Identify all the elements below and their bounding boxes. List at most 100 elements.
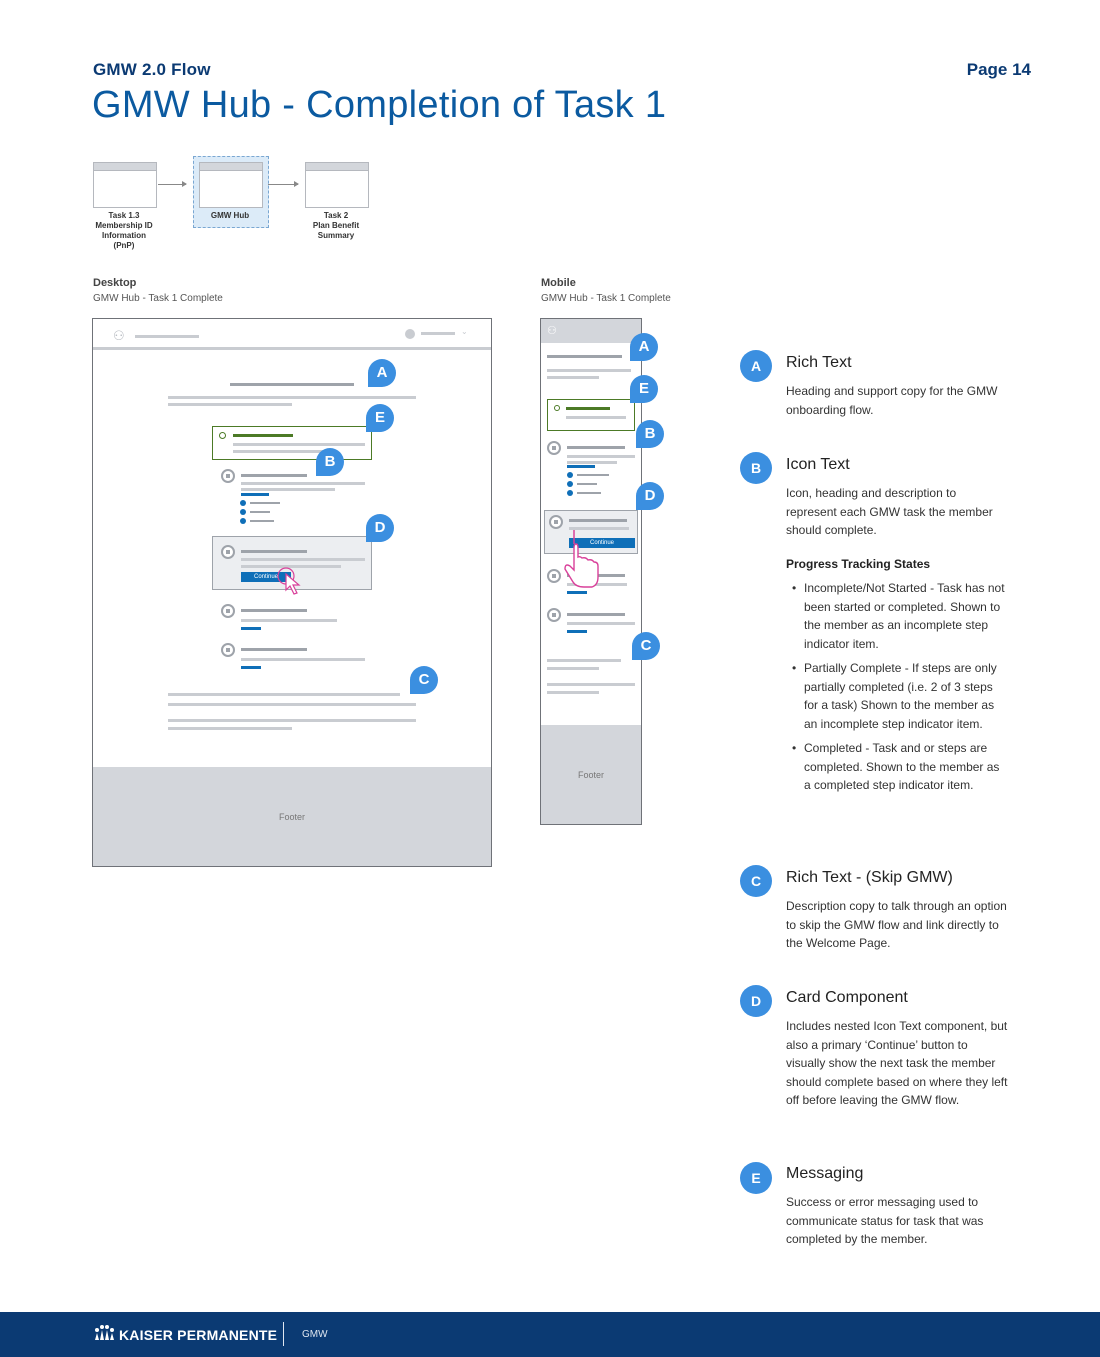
task-link[interactable] <box>567 591 587 594</box>
list-item: Incomplete/Not Started - Task has not be… <box>786 579 1006 653</box>
list-item: Partially Complete - If steps are only p… <box>786 659 1006 733</box>
progress-states-heading: Progress Tracking States <box>786 557 931 571</box>
hand-cursor-icon <box>564 530 599 588</box>
progress-states-list: Incomplete/Not Started - Task has not be… <box>786 579 1006 801</box>
callout-b: B <box>316 448 344 476</box>
card-heading <box>569 519 627 522</box>
step-indicator-icon <box>221 604 235 618</box>
legend-marker-b: B <box>740 452 772 484</box>
flow-step-2 <box>199 162 263 208</box>
skip-copy-line <box>547 691 599 694</box>
success-message <box>547 399 635 431</box>
support-copy-line <box>547 376 599 379</box>
legend-heading-a: Rich Text <box>786 354 852 371</box>
step-line <box>577 474 609 476</box>
task-desc-line <box>241 658 365 661</box>
task-link[interactable] <box>567 630 587 633</box>
message-line <box>566 416 626 419</box>
legend-heading-c: Rich Text - (Skip GMW) <box>786 869 953 886</box>
callout-e: E <box>630 375 658 403</box>
header-nav-line <box>135 335 199 338</box>
product-name: GMW <box>302 1329 328 1340</box>
footer-label: Footer <box>278 812 305 822</box>
step-line <box>250 520 274 522</box>
task-heading <box>567 613 625 616</box>
legend-desc-d: Includes nested Icon Text component, but… <box>786 1019 1008 1107</box>
legend-marker-d: D <box>740 985 772 1017</box>
legend-marker-e: E <box>740 1162 772 1194</box>
task-link[interactable] <box>567 465 595 468</box>
task-link[interactable] <box>241 493 269 496</box>
task-heading <box>567 446 625 449</box>
callout-c: C <box>410 666 438 694</box>
flow-step-1 <box>93 162 157 208</box>
step-indicator-icon <box>221 643 235 657</box>
legend-heading-e: Messaging <box>786 1165 864 1182</box>
task-desc-line <box>241 482 365 485</box>
eyebrow: GMW 2.0 Flow <box>93 60 211 79</box>
check-icon <box>240 509 246 515</box>
header-divider <box>93 347 491 350</box>
success-icon <box>554 405 560 411</box>
task-heading <box>241 474 307 477</box>
list-item: Completed - Task and or steps are comple… <box>786 739 1006 795</box>
card-desc-line <box>241 565 341 568</box>
task-desc-line <box>567 455 635 458</box>
continue-button[interactable]: Continue <box>569 538 635 548</box>
card-heading <box>241 550 307 553</box>
people-logo-icon: ⚇ <box>113 328 125 343</box>
message-line <box>233 443 365 446</box>
chevron-down-icon: ⌄ <box>461 327 468 336</box>
page-number: Page 14 <box>966 60 1031 79</box>
step-line <box>577 483 597 485</box>
page-title: GMW Hub - Completion of Task 1 <box>92 84 667 126</box>
cursor-pointer-icon <box>277 567 301 595</box>
footer: Footer <box>541 725 641 824</box>
message-line <box>233 450 333 453</box>
mobile-sublabel: GMW Hub - Task 1 Complete <box>541 293 671 304</box>
flow-arrow <box>158 181 187 187</box>
callout-a: A <box>368 359 396 387</box>
callout-d: D <box>366 514 394 542</box>
check-icon <box>567 481 573 487</box>
support-copy-line <box>547 369 631 372</box>
task-link[interactable] <box>241 627 261 630</box>
continue-button[interactable]: Continue <box>241 572 291 582</box>
task-desc-line <box>567 461 617 464</box>
legend-heading-d: Card Component <box>786 989 908 1006</box>
legend-desc-e: Success or error messaging used to commu… <box>786 1195 984 1246</box>
card-desc-line <box>241 558 365 561</box>
flow-arrow <box>268 181 299 187</box>
legend-desc-b: Icon, heading and description to represe… <box>786 486 993 537</box>
flow-step-3 <box>305 162 369 208</box>
mobile-label: Mobile <box>541 277 576 289</box>
check-icon <box>240 518 246 524</box>
success-message <box>212 426 372 460</box>
mobile-wireframe: ⚇ Continue Footer <box>540 318 642 825</box>
skip-copy-line <box>547 683 635 686</box>
callout-c: C <box>632 632 660 660</box>
task-heading <box>241 648 307 651</box>
legend-heading-b: Icon Text <box>786 456 850 473</box>
check-icon <box>567 490 573 496</box>
footer-label: Footer <box>577 770 604 780</box>
task-link[interactable] <box>241 666 261 669</box>
callout-e: E <box>366 404 394 432</box>
task-desc-line <box>241 488 335 491</box>
card-desc-line <box>569 527 629 530</box>
skip-copy-line <box>168 727 292 730</box>
desktop-label: Desktop <box>93 277 137 289</box>
brand-name: KAISER PERMANENTE <box>119 1327 278 1343</box>
step-indicator-icon <box>547 608 561 622</box>
task-desc-line <box>241 619 337 622</box>
header-user-line <box>421 332 455 335</box>
task-card: Continue <box>544 510 638 554</box>
footer: Footer <box>93 767 491 866</box>
check-icon <box>240 500 246 506</box>
support-copy-line <box>168 396 416 399</box>
message-heading <box>233 434 293 437</box>
step-line <box>577 492 601 494</box>
heading-line <box>230 383 354 386</box>
task-desc-line <box>567 622 635 625</box>
